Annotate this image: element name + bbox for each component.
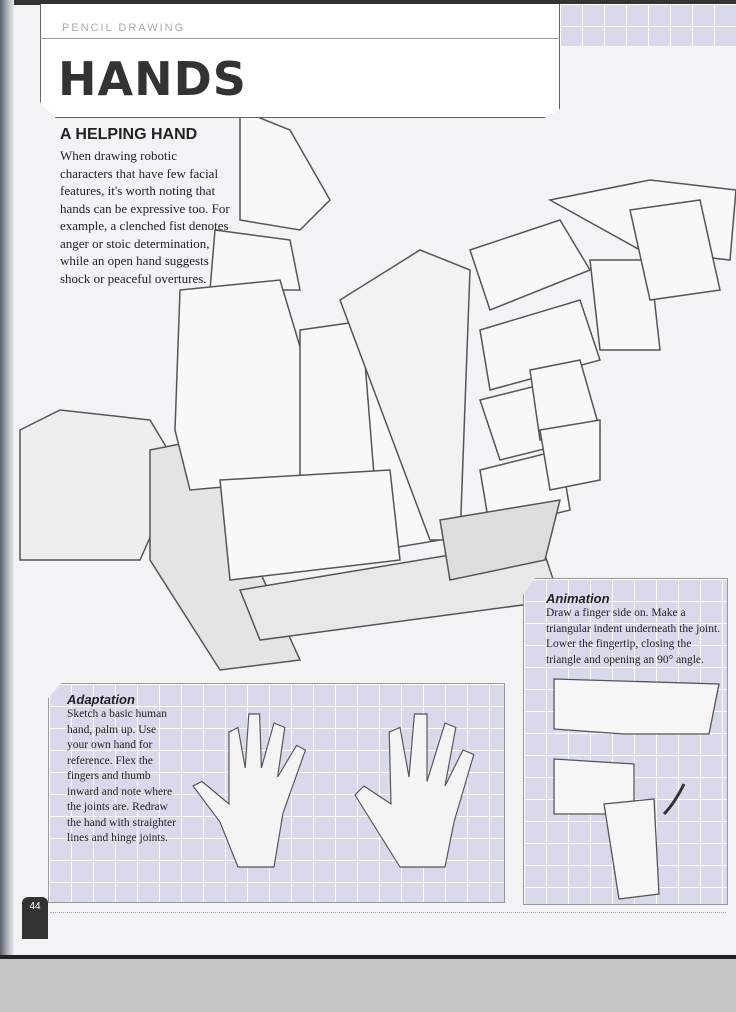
footer-rule: [50, 912, 726, 913]
page-title: HANDS: [58, 52, 247, 106]
header-divider: [40, 38, 560, 39]
adaptation-box: Adaptation Sketch a basic human hand, pa…: [48, 683, 505, 903]
finger-joint-sketches: [553, 678, 720, 900]
animation-body: Draw a finger side on. Make a triangular…: [546, 607, 721, 666]
scan-background: [0, 955, 736, 1012]
intro-body: When drawing robotic characters that hav…: [60, 148, 230, 286]
robot-hand-illustration: [19, 108, 736, 671]
decorative-grid: [560, 4, 736, 46]
animation-box: Animation Draw a finger side on. Make a …: [523, 578, 728, 905]
animation-heading: Animation: [546, 591, 610, 606]
adaptation-heading: Adaptation: [67, 692, 135, 707]
section-kicker: PENCIL DRAWING: [62, 22, 186, 34]
book-spine-edge: [0, 0, 14, 960]
adaptation-body: Sketch a basic human hand, palm up. Use …: [67, 708, 176, 844]
scan-top-edge: [0, 0, 736, 5]
page-number-tab: 44: [22, 897, 48, 939]
intro-heading: A HELPING HAND: [60, 126, 198, 143]
hand-sketches: [192, 713, 475, 868]
header-panel: [40, 4, 560, 118]
